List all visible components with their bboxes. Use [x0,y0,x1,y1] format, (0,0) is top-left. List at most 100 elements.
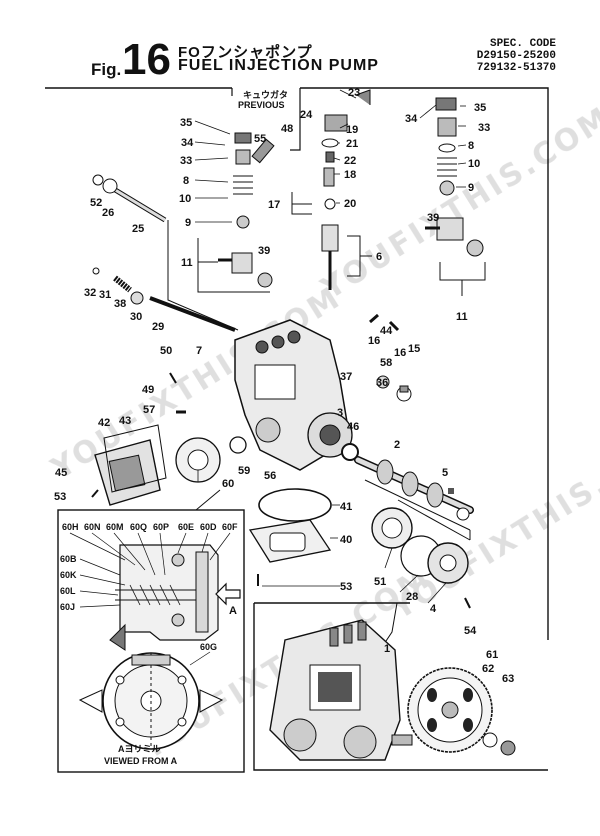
part-label-44: 44 [380,325,393,337]
part-label-1: 1 [384,643,390,655]
part-label-10-right: 10 [468,158,480,170]
part-label-60J: 60J [60,602,75,612]
part-label-35-right: 35 [474,102,486,114]
part-label-60Q: 60Q [130,522,147,532]
title-english: FUEL INJECTION PUMP [178,57,379,74]
previous-callout: キュウガタ PREVIOUS [231,88,301,151]
part-label-16b: 16 [394,347,406,359]
part-label-51: 51 [374,576,386,588]
previous-en: PREVIOUS [238,100,285,110]
view-from-a-drawing [78,652,224,750]
part-label-28: 28 [406,591,418,603]
part-label-20: 20 [344,198,356,210]
part-label-60E: 60E [178,522,194,532]
part-label-58: 58 [380,357,392,369]
part-label-38: 38 [114,298,126,310]
part-label-18: 18 [344,169,356,181]
part-label-23: 23 [348,87,360,99]
spec-code-2: 729132-51370 [476,62,556,74]
part-label-60M: 60M [106,522,124,532]
part-label-5: 5 [442,467,448,479]
part-label-43: 43 [119,415,131,427]
part-label-55: 55 [254,133,266,145]
gasket-plate [248,488,332,563]
part-label-42: 42 [98,417,110,429]
part-label-60D: 60D [200,522,217,532]
part-label-10-left: 10 [179,193,191,205]
part-label-46: 46 [347,421,359,433]
part-label-25: 25 [132,223,144,235]
fig-prefix: Fig. [91,60,122,79]
part-label-6: 6 [376,251,382,263]
part-label-57: 57 [143,404,155,416]
inset-box-assembled [253,602,548,771]
part-label-29: 29 [152,321,164,333]
part-label-11-right: 11 [456,311,468,323]
part-label-32: 32 [84,287,96,299]
part-label-31: 31 [99,289,111,301]
part-label-2: 2 [394,439,400,451]
spec-code-block: SPEC. CODE D29150-25200 729132-51370 [477,38,556,74]
arrow-a-label: A [229,605,237,617]
title-japanese: FOフンシャポンプ [178,44,313,61]
bearing-assembly [371,499,471,584]
part-label-59: 59 [238,465,250,477]
part-label-24: 24 [300,109,313,121]
part-label-16a: 16 [368,335,380,347]
center-valve-stack [291,89,372,290]
part-label-4: 4 [430,603,437,615]
part-label-54: 54 [464,625,477,637]
camshaft [354,456,474,540]
part-label-60H: 60H [62,522,79,532]
part-label-11-left: 11 [181,257,193,269]
control-rack [92,174,239,332]
part-label-56: 56 [264,470,276,482]
part-label-8-left: 8 [183,175,189,187]
part-label-33-right: 33 [478,122,490,134]
part-label-60: 60 [222,478,234,490]
part-label-60P: 60P [153,522,169,532]
part-label-33-left: 33 [180,155,192,167]
spec-code-label: SPEC. CODE [489,38,556,50]
part-label-21: 21 [346,138,358,150]
part-label-60K: 60K [60,570,77,580]
part-label-48: 48 [281,123,293,135]
part-label-8-right: 8 [468,140,474,152]
part-label-45: 45 [55,467,67,479]
leader-lines [194,89,467,604]
outer-frame [45,87,549,640]
part-label-53-left: 53 [54,491,66,503]
part-label-34-right: 34 [405,113,418,125]
part-label-9-right: 9 [468,182,474,194]
governor-cover [94,424,247,506]
part-label-40: 40 [340,534,352,546]
part-label-53-center: 53 [340,581,352,593]
part-label-62: 62 [482,663,494,675]
part-label-9-left: 9 [185,217,191,229]
part-label-35-left: 35 [180,117,192,129]
part-label-49: 49 [142,384,154,396]
part-label-22: 22 [344,155,356,167]
part-label-17: 17 [268,199,280,211]
part-label-19: 19 [346,124,358,136]
inset-box-60: A Aヨリミル VIEWED FROM A [57,489,245,773]
part-label-61: 61 [486,649,498,661]
part-label-60B: 60B [60,554,77,564]
left-valve-stack [197,132,275,293]
part-label-60G: 60G [200,642,217,652]
view-jp: Aヨリミル [118,744,161,754]
misc-parts [91,313,471,609]
part-label-15: 15 [408,343,420,355]
spec-code-1: D29150-25200 [476,50,556,62]
part-label-39-left: 39 [258,245,270,257]
part-label-37: 37 [340,371,352,383]
view-en: VIEWED FROM A [104,756,178,766]
previous-jp: キュウガタ [243,89,288,100]
part-label-60N: 60N [84,522,101,532]
part-label-36: 36 [376,377,388,389]
fig-number: 16 [122,35,171,84]
part-label-41: 41 [340,501,352,513]
part-label-60F: 60F [222,522,238,532]
part-labels: 1 2 3 4 5 6 7 8 9 10 11 8 9 10 11 15 16 … [54,87,514,685]
